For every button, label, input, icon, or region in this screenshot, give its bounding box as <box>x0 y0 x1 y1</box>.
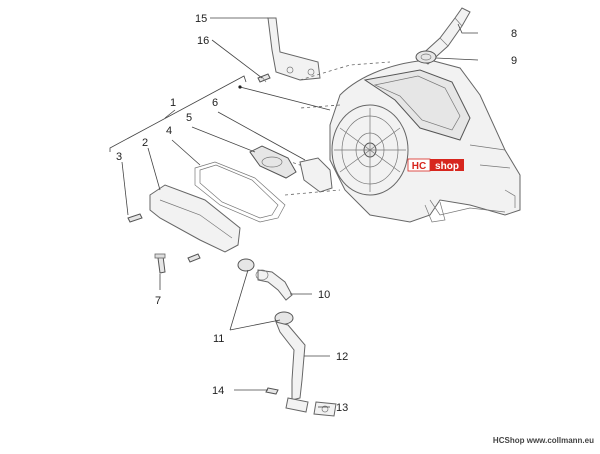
callout-10: 10 <box>318 289 330 301</box>
callout-1: 1 <box>170 97 176 109</box>
flange-bolt <box>265 387 279 395</box>
filter-gasket <box>194 161 286 223</box>
watermark-shop: shop <box>435 161 459 172</box>
callout-14: 14 <box>212 385 224 397</box>
bracket <box>267 17 321 81</box>
callout-3: 3 <box>116 151 122 163</box>
callout-5: 5 <box>186 112 192 124</box>
bracket-screw <box>257 73 271 83</box>
callout-2: 2 <box>142 137 148 149</box>
callout-13: 13 <box>336 402 348 414</box>
callout-4: 4 <box>166 125 172 137</box>
flange-gasket <box>313 401 337 417</box>
callout-7: 7 <box>155 295 161 307</box>
filter-lid <box>149 184 241 253</box>
watermark-hc: HC <box>412 161 426 172</box>
clamp-upper <box>237 258 255 272</box>
callout-8: 8 <box>511 28 517 40</box>
hose-clamp-top <box>415 50 437 64</box>
footer-url-link[interactable]: www.collmann.eu <box>526 436 594 445</box>
lid-screw <box>127 213 143 223</box>
filter-plate <box>299 157 333 193</box>
callout-16: 16 <box>197 35 209 47</box>
screw-lower-mid <box>187 253 201 263</box>
footer-credit: HCShop www.collmann.eu <box>493 436 594 445</box>
callout-15: 15 <box>195 13 207 25</box>
callout-6: 6 <box>212 97 218 109</box>
callout-12: 12 <box>336 351 348 363</box>
breather-hose <box>275 321 306 401</box>
fan-cover-housing <box>329 59 521 223</box>
screw-lower-left <box>154 253 166 274</box>
pipe-elbow <box>255 269 293 301</box>
hc-shop-watermark: HC shop <box>407 158 464 172</box>
callout-11: 11 <box>213 333 224 345</box>
filter-element <box>249 145 297 179</box>
callout-9: 9 <box>511 55 517 67</box>
flange <box>285 397 309 413</box>
footer-brand: HCShop <box>492 436 525 445</box>
